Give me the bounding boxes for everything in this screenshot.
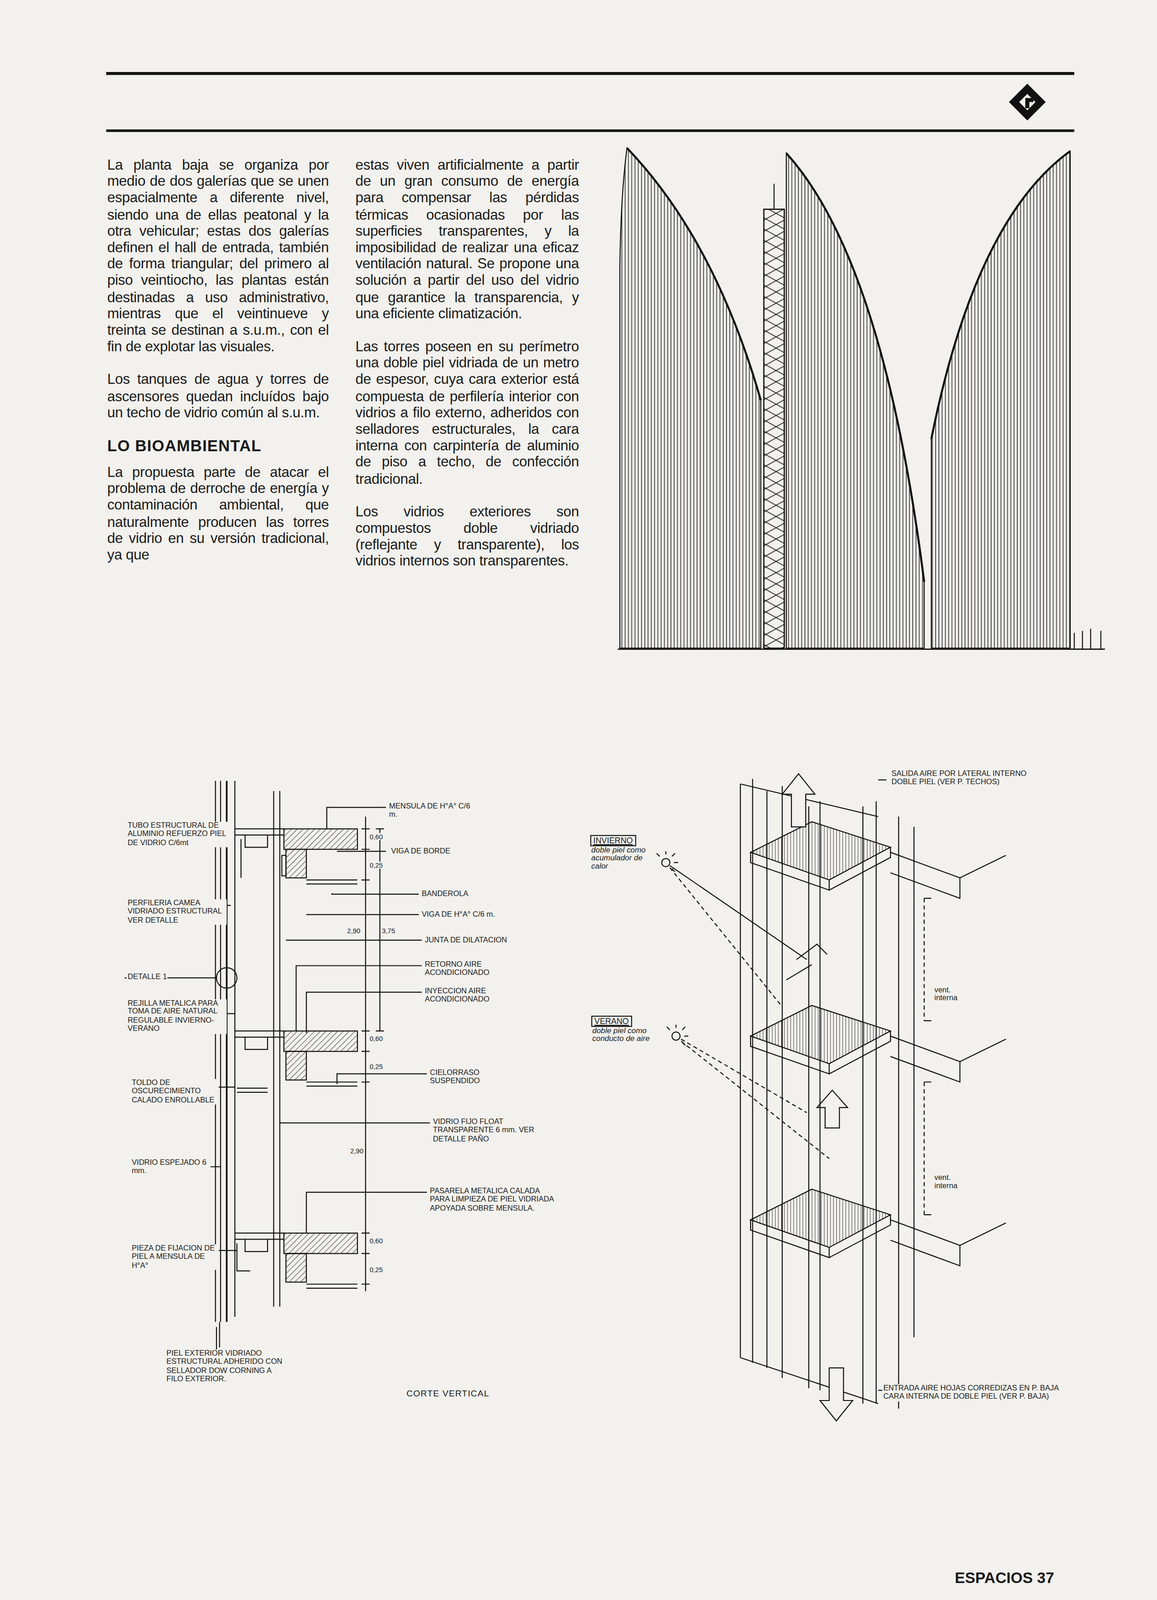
callout-label: PIEL EXTERIOR VIDRIADO ESTRUCTURAL ADHER… xyxy=(165,1350,291,1385)
text-column: estas viven artificialmente a partir de … xyxy=(355,156,579,586)
dimension: 2,90 xyxy=(350,1147,364,1156)
season-heading: INVIERNO xyxy=(593,836,633,846)
callout-label: BANDEROLA xyxy=(420,890,470,900)
dimension: 3,75 xyxy=(382,927,396,935)
callout-label: JUNTA DE DILATACION xyxy=(423,936,509,946)
callout-label: VIGA DE H°A° C/6 m. xyxy=(420,911,496,920)
callout-label: PERFILERIA CAMEA VIDRIADO ESTRUCTURAL VE… xyxy=(126,899,227,926)
tower-elevation xyxy=(617,148,1106,650)
body-paragraph: La planta baja se organiza por medio de … xyxy=(107,156,329,356)
logo xyxy=(1008,83,1046,121)
callout-label: REJILLA METALICA PARA TOMA DE AIRE NATUR… xyxy=(126,999,227,1035)
vertical-section xyxy=(124,781,431,1351)
callout-label: MENSULA DE H°A° C/6 m. xyxy=(388,802,473,820)
season-box: INVIERNOdoble piel como acumulador de ca… xyxy=(590,835,636,847)
text-column: La planta baja se organiza por medio de … xyxy=(107,156,329,580)
callout-label: VIDRIO ESPEJADO 6 mm. xyxy=(130,1158,211,1176)
section-heading: LO BIOAMBIENTAL xyxy=(107,437,329,456)
season-box: VERANOdoble piel como conducto de aire xyxy=(591,1016,633,1028)
body-paragraph: estas viven artificialmente a partir de … xyxy=(355,156,579,323)
callout-label: ENTRADA AIRE HOJAS CORREDIZAS EN P. BAJA… xyxy=(882,1384,1067,1402)
callout-label: PASARELA METALICA CALADA PARA LIMPIEZA D… xyxy=(428,1187,556,1214)
dimension: 0,25 xyxy=(369,862,384,870)
drawing-caption: CORTE VERTICAL xyxy=(406,1388,490,1399)
season-note: doble piel como conducto de aire xyxy=(592,1026,656,1045)
dimension: 0,25 xyxy=(369,1266,384,1274)
callout-label: VIGA DE BORDE xyxy=(389,847,451,857)
body-paragraph: La propuesta parte de atacar el problema… xyxy=(107,463,329,563)
season-note: doble piel como acumulador de calor xyxy=(591,845,655,872)
season-heading: VERANO xyxy=(594,1017,629,1027)
callout-label: vent. interna xyxy=(933,986,977,1004)
dimension: 0,60 xyxy=(369,1237,384,1246)
page-number: ESPACIOS 37 xyxy=(954,1569,1055,1587)
callout-label: RETORNO AIRE ACONDICIONADO xyxy=(423,961,539,979)
callout-label: CIELORRASO SUSPENDIDO xyxy=(428,1069,505,1087)
dimension: 0,25 xyxy=(369,1062,384,1071)
body-paragraph: Los tanques de agua y torres de ascensor… xyxy=(107,371,329,421)
callout-label: PIEZA DE FIJACION DE PIEL A MENSULA DE H… xyxy=(130,1244,219,1271)
callout-label: VIDRIO FIJO FLOAT TRANSPARENTE 6 mm. VER… xyxy=(432,1118,537,1144)
callout-label: TUBO ESTRUCTURAL DE ALUMINIO REFUERZO PI… xyxy=(126,822,233,848)
body-paragraph: Las torres poseen en su perímetro una do… xyxy=(355,338,579,488)
dimension: 2,90 xyxy=(347,927,361,935)
callout-label: SALIDA AIRE POR LATERAL INTERNO DOBLE PI… xyxy=(890,769,1044,787)
callout-label: vent. interna xyxy=(933,1174,977,1192)
callout-label: INYECCION AIRE ACONDICIONADO xyxy=(423,987,544,1005)
dimension: 0,60 xyxy=(369,833,384,841)
callout-label: TOLDO DE OSCURECIMIENTO CALADO ENROLLABL… xyxy=(130,1079,219,1106)
double-skin-axonometric xyxy=(656,773,1006,1422)
body-paragraph: Los vidrios exteriores son compuestos do… xyxy=(355,503,579,570)
callout-label: DETALLE 1 xyxy=(126,973,168,982)
dimension: 0,60 xyxy=(369,1035,384,1043)
